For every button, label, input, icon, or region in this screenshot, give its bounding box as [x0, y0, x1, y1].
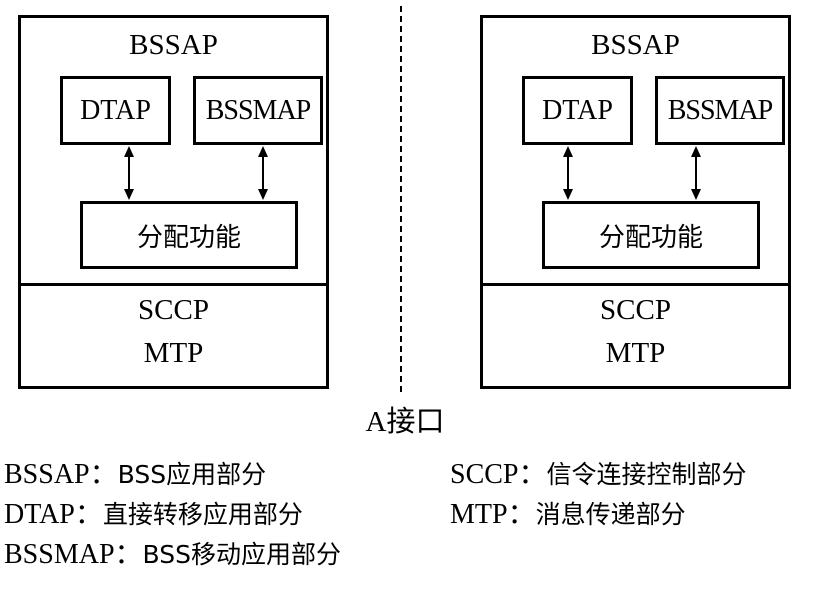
bssmap-distribution-arrow-icon: [258, 146, 268, 200]
distribution-function-box: 分配功能: [80, 201, 298, 269]
legend-item-sccp: SCCP：信令连接控制部分: [450, 459, 747, 491]
legend-definition: BSS移动应用部分: [142, 540, 341, 569]
bssap-title: BSSAP: [129, 29, 218, 61]
bssmap-box: BSSMAP: [655, 76, 785, 145]
legend-term: MTP：: [450, 499, 536, 530]
a-interface-label: A接口: [365, 406, 445, 438]
legend-item-bssap: BSSAP：BSS应用部分: [4, 459, 266, 491]
dtap-distribution-arrow-icon: [124, 146, 134, 200]
bssap-layer: BSSAP DTAP BSSMAP 分配功能: [483, 18, 788, 286]
bssap-title: BSSAP: [591, 29, 680, 61]
legend-definition: 信令连接控制部分: [546, 460, 747, 489]
protocol-stack-right: BSSAP DTAP BSSMAP 分配功能 SCCP MTP: [480, 15, 791, 389]
bssap-layer: BSSAP DTAP BSSMAP 分配功能: [21, 18, 326, 286]
sccp-label: SCCP: [600, 294, 671, 326]
dtap-box: DTAP: [60, 76, 171, 145]
legend-definition: 直接转移应用部分: [102, 500, 303, 529]
legend-item-bssmap: BSSMAP：BSS移动应用部分: [4, 539, 341, 571]
dtap-distribution-arrow-icon: [563, 146, 573, 200]
legend-term: BSSMAP：: [4, 539, 143, 570]
legend-term: SCCP：: [450, 459, 547, 490]
mtp-label: MTP: [605, 337, 666, 369]
dtap-box: DTAP: [522, 76, 633, 145]
sccp-label: SCCP: [138, 294, 209, 326]
legend-definition: BSS应用部分: [117, 460, 267, 489]
legend-definition: 消息传递部分: [535, 500, 686, 529]
bssmap-distribution-arrow-icon: [691, 146, 701, 200]
distribution-function-box: 分配功能: [542, 201, 760, 269]
protocol-stack-left: BSSAP DTAP BSSMAP 分配功能 SCCP MTP: [18, 15, 329, 389]
legend-item-dtap: DTAP：直接转移应用部分: [4, 499, 303, 531]
legend-term: DTAP：: [4, 499, 103, 530]
legend-term: BSSAP：: [4, 459, 118, 490]
a-interface-divider: [400, 6, 402, 392]
legend-item-mtp: MTP：消息传递部分: [450, 499, 686, 531]
bssmap-box: BSSMAP: [193, 76, 323, 145]
mtp-label: MTP: [143, 337, 204, 369]
